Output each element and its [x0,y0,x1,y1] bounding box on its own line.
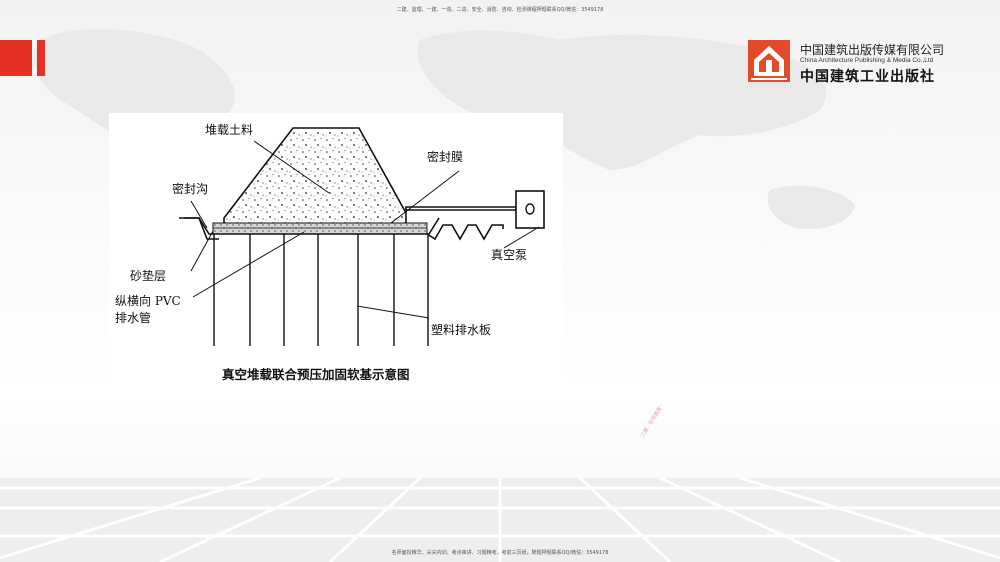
label-fill-soil: 堆载土料 [205,123,254,137]
floor-grid [0,478,1000,562]
publisher-logo: 中国建筑出版传媒有限公司 China Architecture Publishi… [748,40,958,85]
ground-right [426,224,504,241]
publisher-name-en: China Architecture Publishing & Media Co… [800,57,934,64]
publisher-logo-icon [748,40,790,82]
publisher-name-script: 中国建筑工业出版社 [800,69,935,85]
vacuum-pump-box [515,190,545,229]
label-pvc-pipe-line2: 排水管 [115,311,152,325]
red-corner-mark [0,40,47,76]
publisher-name-cn: 中国建筑出版传媒有限公司 [800,43,945,57]
label-plastic-drain: 塑料排水板 [431,323,492,337]
fill-soil-pile [223,127,407,226]
vacuum-preload-diagram [179,127,545,346]
label-seal-membrane: 密封膜 [427,150,464,164]
label-seal-trench: 密封沟 [172,182,209,196]
watermark-stamp: 二建 · 在线题库 · [639,403,666,439]
plastic-drain-boards [213,234,429,346]
label-sand-cushion: 砂垫层 [130,269,167,283]
label-vacuum-pump: 真空泵 [491,248,528,262]
diagram-caption: 真空堆载联合预压加固软基示意图 [222,367,410,382]
footer-note: 名师面授精华、尖尖内训、考点串讲、习题精考，考前三页纸，随题押题联系QQ/微信：… [391,550,609,556]
label-pvc-pipe-line1: 纵横向 PVC [115,294,181,308]
sand-cushion-layer [212,222,428,235]
header-note: 二建、监理、一建、一造、二造、安全、消防、咨询、检测课程押题联系QQ/微信：35… [396,7,604,13]
diagram-panel: 堆载土料 密封膜 密封沟 真空泵 砂垫层 纵横向 PVC 排水管 塑料排水板 真… [109,113,665,439]
ground-left [179,217,219,240]
